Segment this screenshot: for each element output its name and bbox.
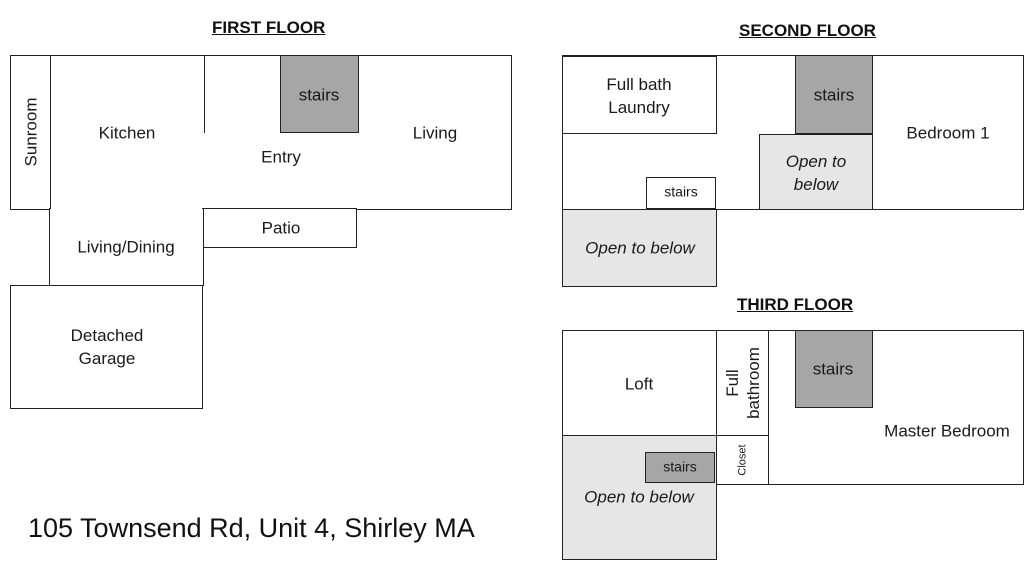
property-address: 105 Townsend Rd, Unit 4, Shirley MA [28,513,475,543]
label-third-stairs: stairs [812,359,854,379]
label-third-stairs-small: stairs [663,458,697,475]
label-entry: Entry [261,147,301,167]
label-full-bath-laundry: Full bath Laundry [606,75,672,117]
label-living-dining: Living/Dining [77,237,175,257]
label-open-to-below-lower: Open to below [585,238,695,258]
room-full-bathroom [716,330,769,436]
third-floor-title: THIRD FLOOR [737,295,854,314]
kitchen-entry-opening [203,133,207,209]
label-second-stairs: stairs [813,85,855,105]
label-sunroom: Sunroom [21,97,41,167]
label-master-bedroom: Master Bedroom [884,421,1010,441]
room-sunroom [10,55,51,210]
second-floor-open-to-below-lower [562,209,717,287]
third-floor-stairs [795,330,873,408]
label-bedroom-1: Bedroom 1 [906,123,990,143]
second-floor-stairs-small [646,177,716,209]
label-second-stairs-small: stairs [664,183,698,200]
second-floor-open-to-below-upper [759,134,873,210]
room-full-bath-laundry [562,56,717,134]
label-third-open-to-below: Open to below [584,487,694,507]
first-floor-title: FIRST FLOOR [212,18,326,37]
label-closet: Closet [736,444,749,476]
label-open-to-below-upper: Open to below [785,152,847,194]
second-floor-stairs [795,55,873,134]
label-loft: Loft [624,374,654,394]
label-patio: Patio [261,218,301,238]
label-detached-garage: Detached Garage [70,326,144,368]
third-floor-stairs-small [645,452,715,483]
second-floor-title: SECOND FLOOR [739,21,876,40]
label-stairs: stairs [298,85,340,105]
label-living: Living [412,123,458,143]
label-kitchen: Kitchen [98,123,156,143]
label-full-bathroom: Full bathroom [723,347,763,419]
room-detached-garage [10,285,203,409]
room-patio [203,208,357,248]
kitchen-dining-opening [51,207,202,211]
first-floor-stairs [280,55,359,133]
